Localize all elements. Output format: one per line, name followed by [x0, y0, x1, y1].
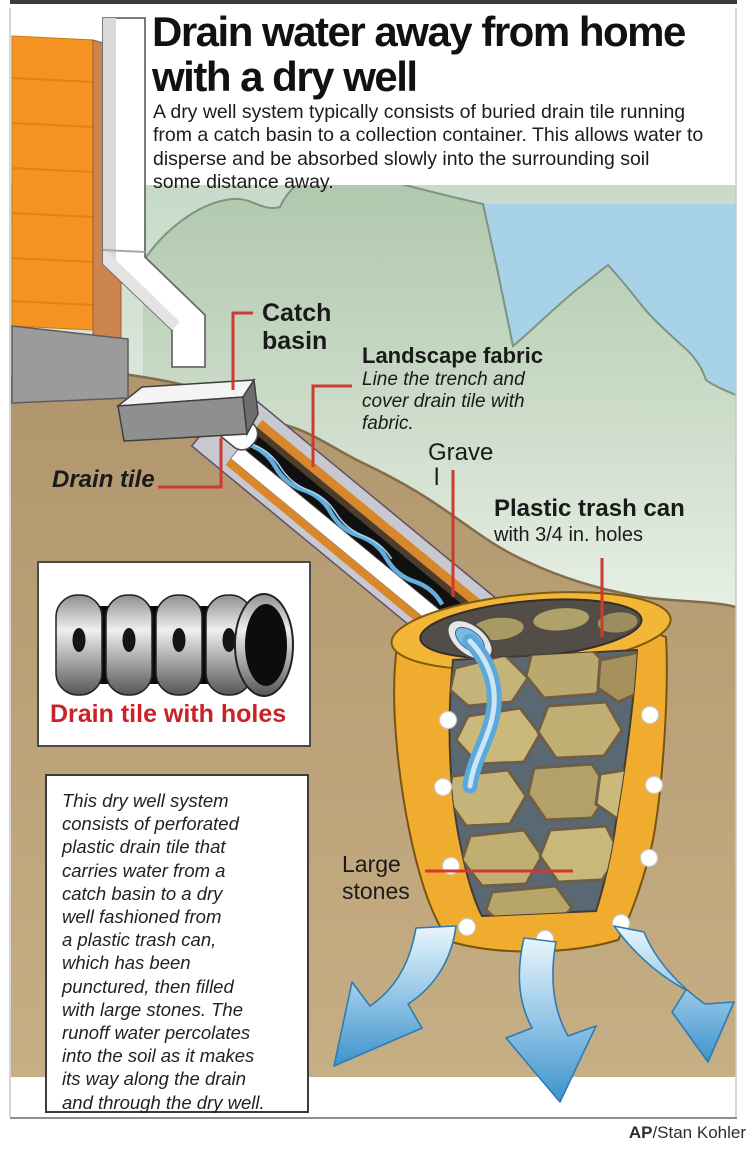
percolation-arrows — [333, 925, 735, 1103]
water-in-pipe — [246, 441, 445, 606]
source-credit: AP/Stan Kohler — [628, 1123, 746, 1142]
foundation-wall — [11, 325, 129, 404]
leader-drain-tile — [158, 438, 223, 489]
plastic-trash-can-label: Plastic trash can with 3/4 in. holes — [494, 495, 685, 546]
house-illustration — [11, 17, 206, 404]
arrow-middle — [505, 937, 597, 1103]
downspout — [102, 17, 206, 368]
leader-lines — [158, 311, 604, 873]
arrow-left — [333, 925, 457, 1067]
top-edge-line — [0, 0, 750, 4]
title-panel — [143, 6, 737, 185]
large-stones-label: Large stones — [342, 851, 410, 905]
landscape-fabric-label: Landscape fabric Line the trench and cov… — [362, 343, 543, 435]
drain-tile-inset — [37, 561, 311, 747]
page-title: Drain water away from home with a dry we… — [152, 8, 686, 100]
blue-sky — [483, 204, 736, 394]
landscape-fabric-strip-bottom — [225, 458, 476, 668]
landscape-fabric-strip-top — [256, 419, 508, 630]
drain-tile-label: Drain tile — [52, 466, 155, 493]
leader-catch-basin — [231, 311, 253, 390]
corrugated-pipe-illustration — [55, 593, 294, 697]
intro-paragraph: A dry well system typically consists of … — [153, 101, 704, 194]
trench-drain-tile — [190, 386, 516, 674]
catch-basin-label: Catch basin — [262, 299, 332, 355]
gravel-label: Grave l — [428, 439, 494, 492]
trash-can-illustration — [390, 591, 672, 953]
drilled-holes — [433, 705, 664, 949]
inset-caption: Drain tile with holes — [50, 700, 287, 728]
description-box: This dry well system consists of perfora… — [45, 774, 309, 1113]
catch-basin-illustration — [115, 377, 259, 442]
arrow-right — [613, 925, 735, 1063]
leader-landscape-fabric — [311, 384, 352, 467]
